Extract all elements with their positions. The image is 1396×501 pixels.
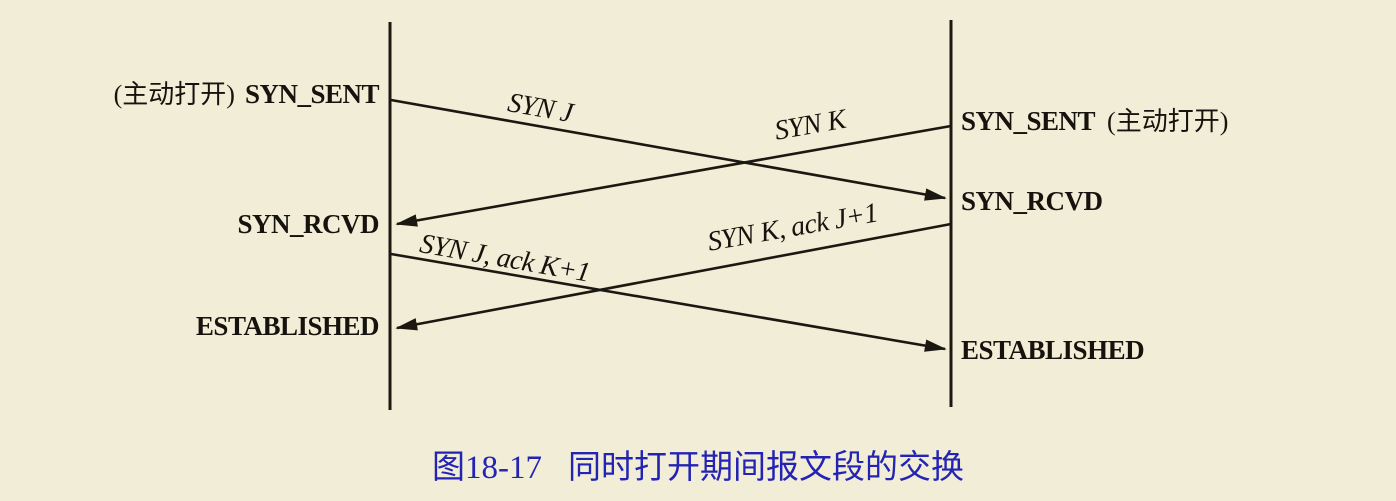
left-syn-rcvd-label: SYN_RCVD bbox=[237, 209, 379, 239]
arrow-syn-k-ack bbox=[395, 222, 952, 331]
right-state-syn-sent: SYN_SENT (主动打开) bbox=[961, 105, 1228, 138]
left-state-syn-sent: (主动打开) SYN_SENT bbox=[0, 78, 380, 111]
right-state-established: ESTABLISHED bbox=[961, 334, 1145, 366]
right-active-open-annotation: (主动打开) bbox=[1107, 107, 1229, 136]
arrow-syn-j-ack bbox=[390, 252, 947, 352]
right-syn-sent-label: SYN_SENT bbox=[961, 106, 1096, 136]
left-state-syn-rcvd: SYN_RCVD bbox=[0, 208, 379, 240]
left-state-established: ESTABLISHED bbox=[0, 310, 380, 342]
right-syn-rcvd-label: SYN_RCVD bbox=[961, 186, 1103, 216]
right-established-label: ESTABLISHED bbox=[961, 335, 1145, 365]
figure-caption: 图18-17 同时打开期间报文段的交换 bbox=[0, 448, 1396, 488]
right-state-syn-rcvd: SYN_RCVD bbox=[961, 185, 1103, 217]
left-active-open-annotation: (主动打开) bbox=[113, 80, 235, 109]
left-syn-sent-label: SYN_SENT bbox=[244, 79, 380, 109]
figure-title: 同时打开期间报文段的交换 bbox=[568, 450, 964, 486]
arrow-syn-k bbox=[395, 124, 952, 227]
arrow-syn-j bbox=[390, 98, 947, 201]
left-established-label: ESTABLISHED bbox=[195, 311, 380, 341]
figure-number: 图18-17 bbox=[432, 450, 542, 486]
